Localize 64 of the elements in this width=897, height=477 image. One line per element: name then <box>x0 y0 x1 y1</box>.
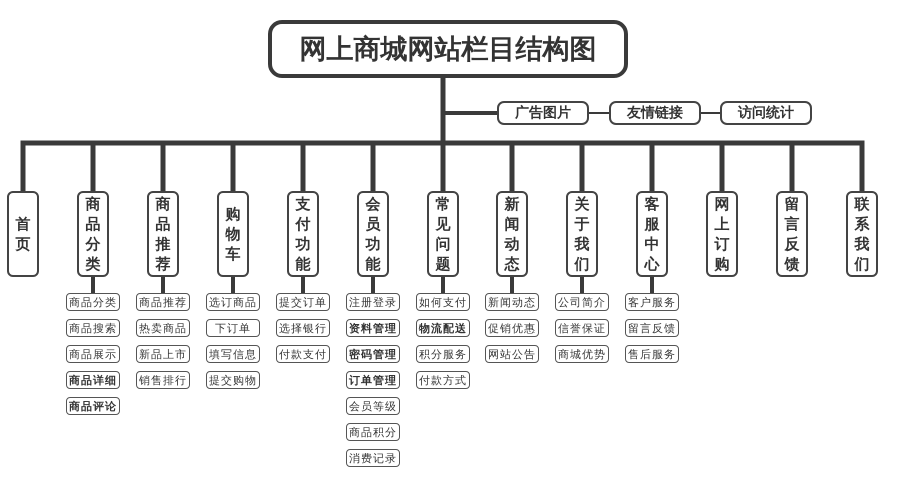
item-box: 注册登录 <box>346 293 400 311</box>
section-box: 常见问题 <box>427 191 459 277</box>
item-box: 选订商品 <box>206 293 260 311</box>
item-box: 提交购物 <box>206 371 260 389</box>
connector-line <box>580 277 584 293</box>
item-box: 物流配送 <box>416 319 470 337</box>
item-box: 商城优势 <box>555 345 609 363</box>
connector-line <box>441 277 445 293</box>
connector-line <box>231 277 235 293</box>
connector-line <box>701 112 720 114</box>
item-box: 填写信息 <box>206 345 260 363</box>
item-box: 消费记录 <box>346 449 400 467</box>
item-box: 售后服务 <box>625 345 679 363</box>
connector-line <box>371 277 375 293</box>
item-box: 商品分类 <box>66 293 120 311</box>
section-box: 会员功能 <box>357 191 389 277</box>
item-box: 留言反馈 <box>625 319 679 337</box>
section-box: 客服中心 <box>636 191 668 277</box>
section-box: 支付功能 <box>287 191 319 277</box>
item-box: 销售排行 <box>136 371 190 389</box>
module-box: 友情链接 <box>609 101 701 125</box>
connector-line <box>589 112 609 114</box>
item-box: 商品积分 <box>346 423 400 441</box>
item-box: 提交订单 <box>276 293 330 311</box>
module-box: 广告图片 <box>497 101 589 125</box>
item-box: 会员等级 <box>346 397 400 415</box>
section-box: 购物车 <box>217 191 249 277</box>
item-box: 积分服务 <box>416 345 470 363</box>
item-box: 网站公告 <box>485 345 539 363</box>
item-box: 新闻动态 <box>485 293 539 311</box>
section-box: 网上订购 <box>706 191 738 277</box>
section-box: 商品推荐 <box>147 191 179 277</box>
connector-line <box>91 277 95 293</box>
item-box: 下订单 <box>206 319 260 337</box>
section-box: 首页 <box>7 191 39 277</box>
item-box: 付款方式 <box>416 371 470 389</box>
item-box: 订单管理 <box>346 371 400 389</box>
section-box: 商品分类 <box>77 191 109 277</box>
connector-line <box>161 277 165 293</box>
connector-line <box>650 277 654 293</box>
section-box: 联系我们 <box>846 191 878 277</box>
item-box: 热卖商品 <box>136 319 190 337</box>
module-box: 访问统计 <box>720 101 812 125</box>
connector-line <box>510 277 514 293</box>
item-box: 密码管理 <box>346 345 400 363</box>
item-box: 促销优惠 <box>485 319 539 337</box>
item-box: 商品详细 <box>66 371 120 389</box>
section-box: 关于我们 <box>566 191 598 277</box>
connector-line <box>301 277 305 293</box>
section-box: 留言反馈 <box>776 191 808 277</box>
item-box: 付款支付 <box>276 345 330 363</box>
item-box: 选择银行 <box>276 319 330 337</box>
item-box: 公司简介 <box>555 293 609 311</box>
title-box: 网上商城网站栏目结构图 <box>268 20 628 78</box>
item-box: 新品上市 <box>136 345 190 363</box>
item-box: 资料管理 <box>346 319 400 337</box>
section-box: 新闻动态 <box>496 191 528 277</box>
item-box: 商品展示 <box>66 345 120 363</box>
item-box: 客户服务 <box>625 293 679 311</box>
item-box: 商品推荐 <box>136 293 190 311</box>
item-box: 商品搜索 <box>66 319 120 337</box>
item-box: 商品评论 <box>66 397 120 415</box>
item-box: 如何支付 <box>416 293 470 311</box>
item-box: 信誉保证 <box>555 319 609 337</box>
